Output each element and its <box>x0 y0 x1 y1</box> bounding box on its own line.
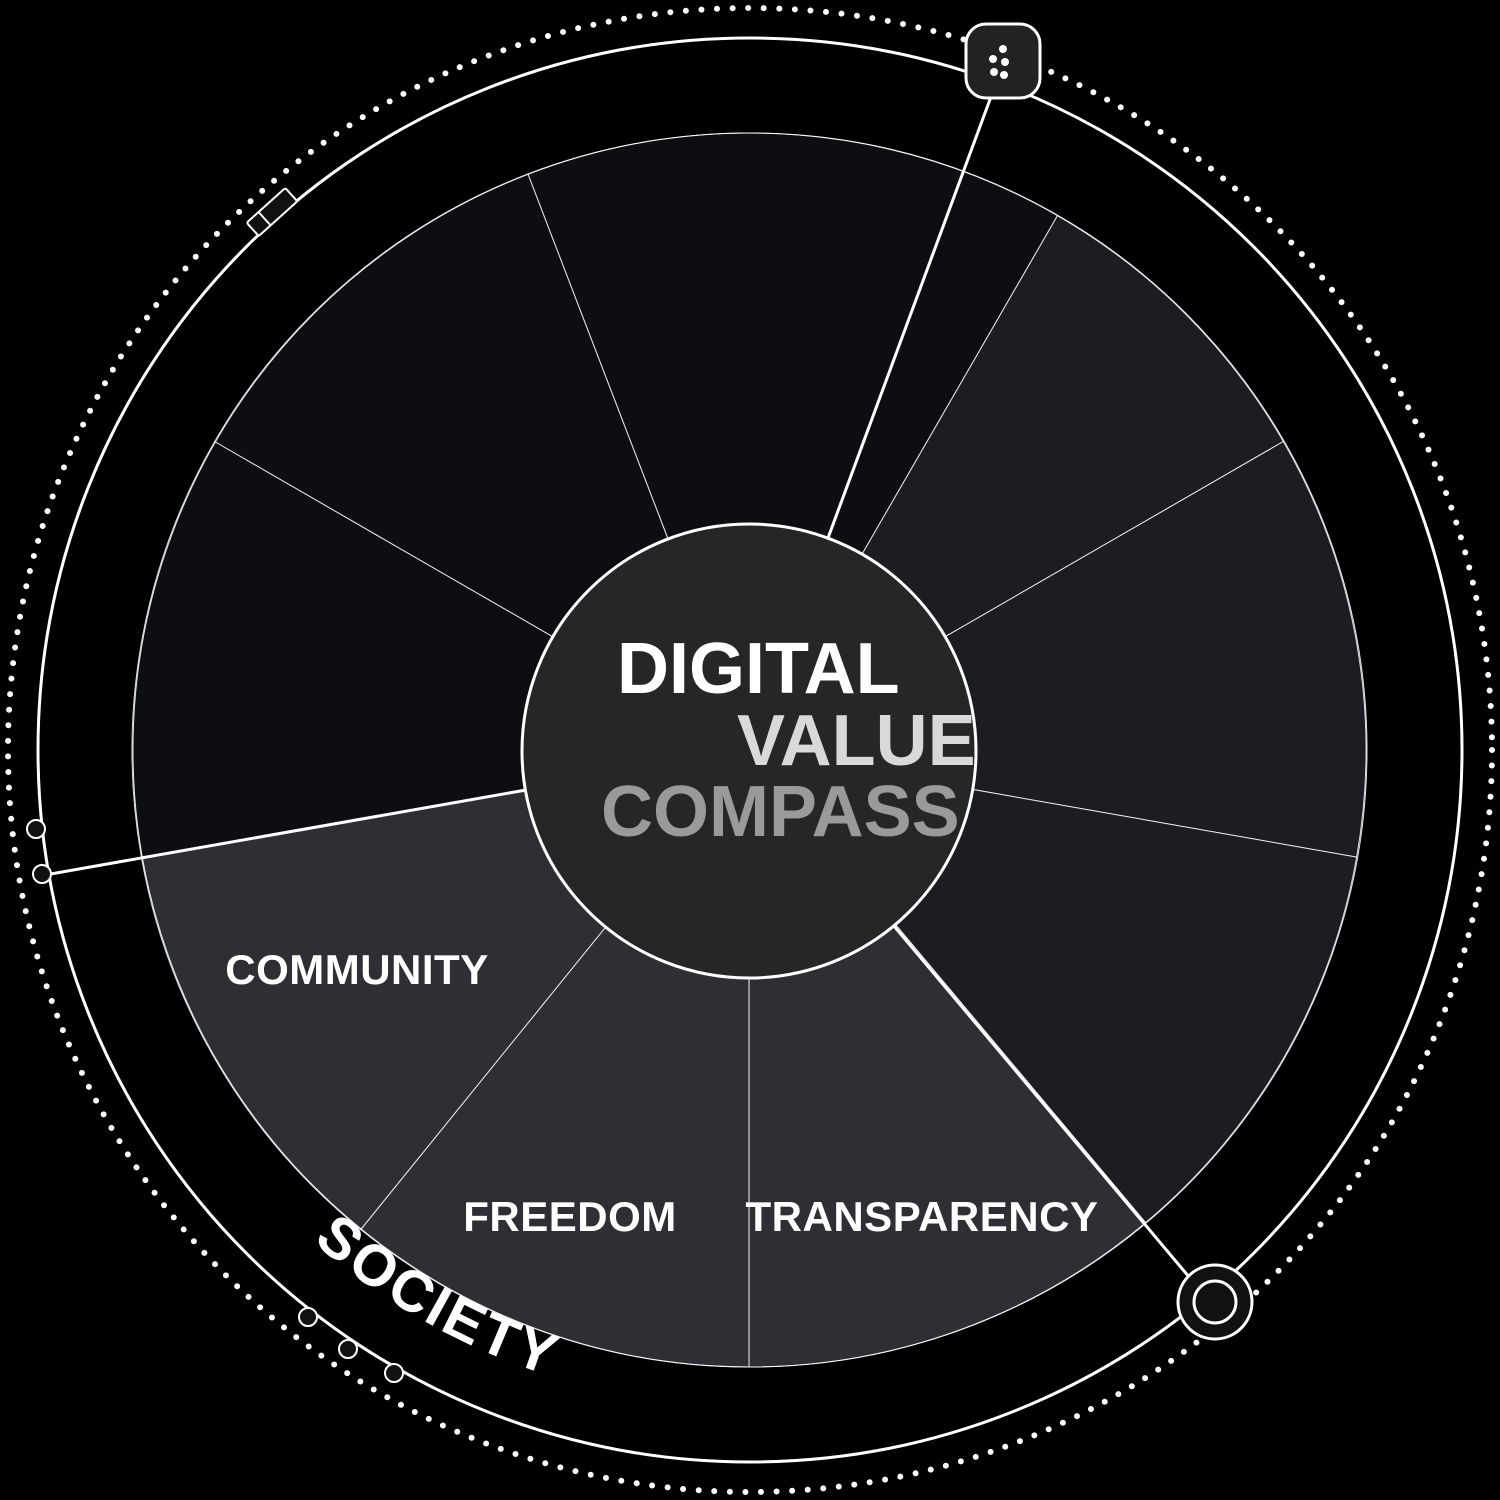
segment-label-community: COMMUNITY <box>225 946 488 993</box>
outer-dotted-ring <box>5 5 1495 1495</box>
connector-bottom-right <box>892 925 1202 1291</box>
connector-left <box>44 788 527 877</box>
orbit-bead-bottom-2 <box>338 1339 358 1359</box>
orbit-bead-left-2 <box>32 864 52 884</box>
segment-label-freedom: FREEDOM <box>463 1193 677 1240</box>
orbit-node-ring-icon <box>1176 1263 1254 1341</box>
segment-label-transparency: TRANSPARENCY <box>746 1193 1099 1240</box>
orbit-bead-bottom-1 <box>298 1307 318 1327</box>
title-line-value: VALUE <box>737 701 976 781</box>
title-line-compass: COMPASS <box>601 772 960 852</box>
wheel-segments <box>131 132 1367 1368</box>
title-line-digital: DIGITAL <box>617 629 900 709</box>
center-hub <box>520 522 978 980</box>
orbit-node-capsule-icon <box>246 187 298 237</box>
connector-top-right <box>826 93 994 539</box>
orbit-bead-left-1 <box>26 819 46 839</box>
wheel-outline <box>132 132 1368 1368</box>
segment-labels: TRANSPARENCY FREEDOM COMMUNITY <box>225 946 1098 1240</box>
orbit-node-dice-icon <box>964 22 1042 100</box>
orbit-bead-bottom-3 <box>384 1363 404 1383</box>
orbit-ring <box>36 36 1464 1464</box>
